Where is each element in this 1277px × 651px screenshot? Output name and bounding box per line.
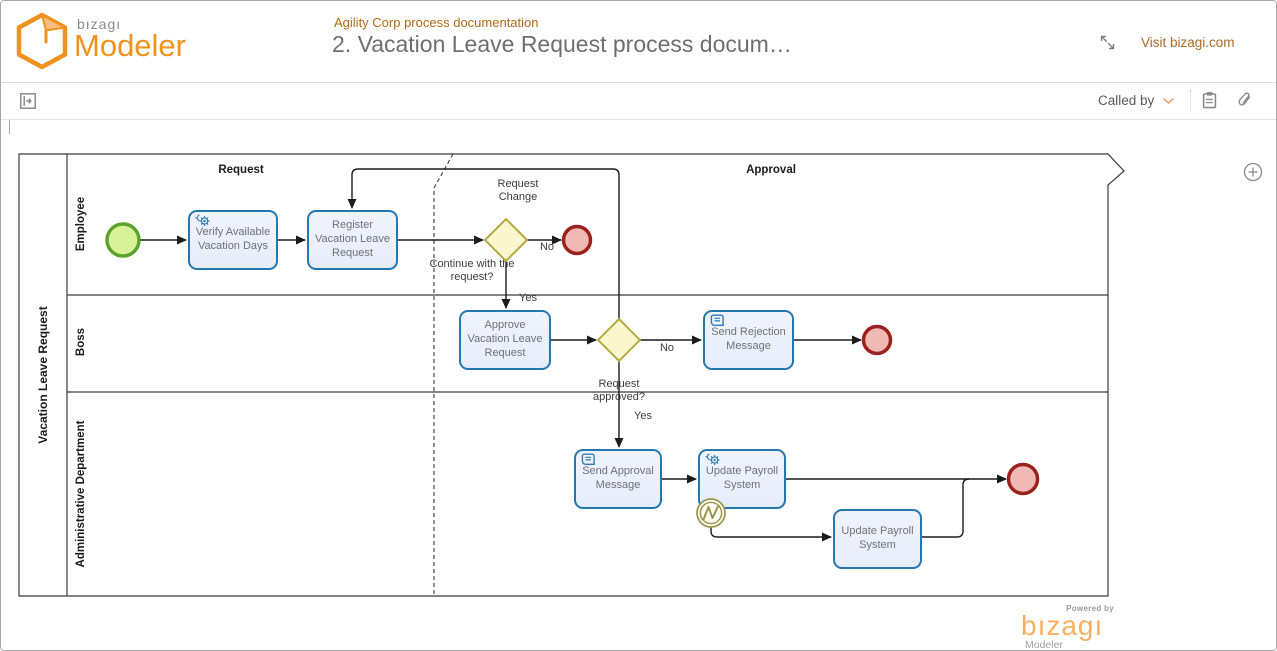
flow-label-no-2: No [659,342,675,354]
app-header: bızagı Modeler Agility Corp process docu… [1,1,1276,83]
flow-label-request-change: Request Change [497,178,539,204]
called-by-label: Called by [1098,93,1155,108]
pool-label: Vacation Leave Request [36,306,50,444]
document-title: Agility Corp process documentation [334,15,539,30]
sequence-flow-from-boundary [710,527,832,542]
logo-brand-text: bızagı [77,16,122,32]
task-verify-available-vacation-days[interactable]: Verify Available Vacation Days [188,210,278,270]
gateway-continue-with-request[interactable] [483,217,529,263]
chevron-down-icon [1163,97,1175,104]
sidebar-expand-icon [20,93,36,109]
lane-boss-label: Boss [75,327,87,357]
task-register-vacation-leave-request[interactable]: Register Vacation Leave Request [307,210,398,270]
start-event[interactable] [105,222,141,258]
flow-label-yes-1: Yes [519,292,537,304]
pool-boundary [18,153,1125,597]
task-update-payroll-system-1[interactable]: Update Payroll System [698,449,786,509]
phase-separator [433,153,454,596]
task-approve-vacation-leave-request[interactable]: Approve Vacation Leave Request [459,310,551,370]
task-send-approval-message[interactable]: Send Approval Message [574,449,662,509]
phase-approval-label: Approval [746,164,796,176]
service-task-gear-icon [194,214,212,228]
message-scroll-icon [580,453,596,466]
task-label: Register Vacation Leave Request [314,219,391,259]
watermark-brand-text: bızagı [1021,610,1104,641]
task-label: Send Rejection Message [711,326,786,352]
task-label: Update Payroll System [841,525,914,551]
diagonal-resize-icon [1100,35,1115,50]
zoom-in-button[interactable] [1243,162,1263,182]
flow-label-no-1: No [539,241,555,253]
gateway-question-approved: Request approved? [593,378,645,404]
clipboard-icon [1202,92,1217,109]
diagram-canvas[interactable]: Request Approval Vacation Leave Request … [1,120,1276,651]
attachments-button[interactable] [1237,92,1253,109]
task-label: Send Approval Message [582,465,654,491]
toolbar: Called by [1,83,1276,120]
end-event-2[interactable] [861,324,893,356]
powered-by-watermark: Powered by bızagı Modeler [1021,604,1117,651]
logo-product-text: Modeler [74,28,186,63]
called-by-dropdown[interactable]: Called by [1098,93,1175,108]
flow-label-yes-2: Yes [634,410,652,422]
powered-by-text: Powered by [1066,604,1114,613]
gateway-request-approved[interactable] [596,317,642,363]
paperclip-icon [1238,92,1251,106]
phase-request-label: Request [218,164,264,176]
lane-admin-label: Administrative Department [75,420,87,568]
service-task-gear-icon [704,453,722,467]
task-label: Verify Available Vacation Days [195,226,271,252]
toolbar-divider [1190,90,1191,112]
task-update-payroll-system-2[interactable]: Update Payroll System [833,509,922,569]
end-event-1[interactable] [561,224,593,256]
sidebar-toggle-button[interactable] [20,93,36,109]
fullscreen-toggle-button[interactable] [1099,34,1116,51]
documentation-button[interactable] [1202,91,1217,110]
task-label: Approve Vacation Leave Request [467,319,543,359]
end-event-3[interactable] [1006,462,1040,496]
page-title: 2. Vacation Leave Request process docum… [332,31,792,57]
watermark-product-text: Modeler [1025,638,1063,651]
plus-icon [1248,167,1258,177]
lane-employee-label: Employee [75,196,87,252]
sequence-flow-merge [922,478,970,538]
visit-bizagi-link[interactable]: Visit bizagi.com [1141,35,1235,50]
task-label: Update Payroll System [705,465,779,491]
bizagi-hexagon-logo-icon [16,12,68,70]
message-scroll-icon [709,314,725,327]
task-send-rejection-message[interactable]: Send Rejection Message [703,310,794,370]
gateway-question-continue: Continue with the request? [429,258,515,284]
canvas-corner-mark [9,120,10,134]
